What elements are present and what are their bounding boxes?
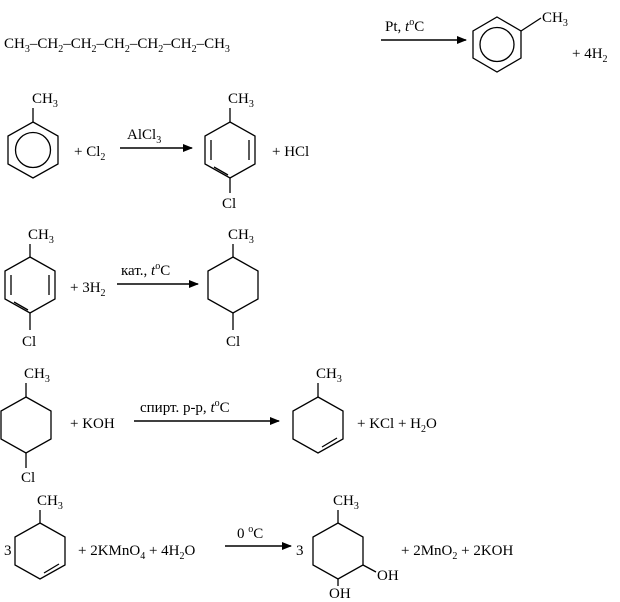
r3-product-cl: Cl (226, 334, 240, 350)
r3-reagent: + 3H2 (70, 280, 106, 299)
heptane-formula: CH3–CH2–CH2–CH2–CH2–CH2–CH3 (4, 36, 230, 55)
r1-conditions: Pt, toC (385, 17, 424, 35)
r3-conditions: кат., toC (121, 261, 170, 279)
r1-byproduct: + 4H2 (572, 46, 608, 65)
r4-product-ch3: CH3 (316, 366, 342, 385)
methylcyclohexene-ring-r4 (292, 396, 344, 454)
r5-coef-right: 3 (296, 543, 304, 559)
toluene-ring (472, 16, 542, 73)
reaction-1: CH3–CH2–CH2–CH2–CH2–CH2–CH3 Pt, toC CH3 … (4, 10, 608, 73)
r4-reactant-ch3: CH3 (24, 366, 50, 385)
reaction-2: CH3 + Cl2 AlCl3 CH3 Cl + HCl (7, 91, 309, 212)
reaction-4: CH3 Cl + KOH спирт. р-р, toC CH3 + KCl +… (0, 366, 437, 486)
r5-reagent: + 2KMnO4 + 4H2O (78, 543, 196, 562)
diol-ring-r5 (312, 522, 364, 580)
r5-reactant-ch3: CH3 (37, 493, 63, 512)
r1-product-ch3: CH3 (542, 10, 568, 29)
r5-product-oh1: OH (377, 568, 399, 584)
r2-product-cl: Cl (222, 196, 236, 212)
r2-byproduct: + HCl (272, 144, 309, 160)
chlorotoluene-ring-r2 (204, 121, 256, 179)
r2-product-ch3: CH3 (228, 91, 254, 110)
r4-byproduct: + KCl + H2O (357, 416, 437, 435)
r5-product-ch3: CH3 (333, 493, 359, 512)
r4-reactant-cl: Cl (21, 470, 35, 486)
r5-coef-left: 3 (4, 543, 12, 559)
r2-reactant-ch3: CH3 (32, 91, 58, 110)
reaction-3: CH3 Cl + 3H2 кат., toC CH3 Cl (4, 227, 259, 350)
cyclohexane-ring-r3 (207, 256, 259, 314)
r5-conditions: 0 oC (237, 524, 263, 542)
cyclohexane-ring-r4 (0, 396, 52, 454)
r3-product-ch3: CH3 (228, 227, 254, 246)
r3-reactant-cl: Cl (22, 334, 36, 350)
reaction-5: 3 CH3 + 2KMnO4 + 4H2O 0 oC 3 CH3 OH OH +… (4, 493, 514, 602)
toluene-ring-r2 (7, 121, 59, 179)
r4-conditions: спирт. р-р, toC (140, 398, 230, 416)
r2-reagent: + Cl2 (74, 144, 105, 163)
chlorotoluene-ring-r3 (4, 256, 56, 314)
r5-byproduct: + 2MnO2 + 2KOH (401, 543, 514, 562)
r3-reactant-ch3: CH3 (28, 227, 54, 246)
r2-conditions: AlCl3 (127, 127, 161, 146)
r4-reagent: + KOH (70, 416, 115, 432)
methylcyclohexene-ring-r5 (14, 522, 66, 580)
r5-product-oh2: OH (329, 586, 351, 602)
